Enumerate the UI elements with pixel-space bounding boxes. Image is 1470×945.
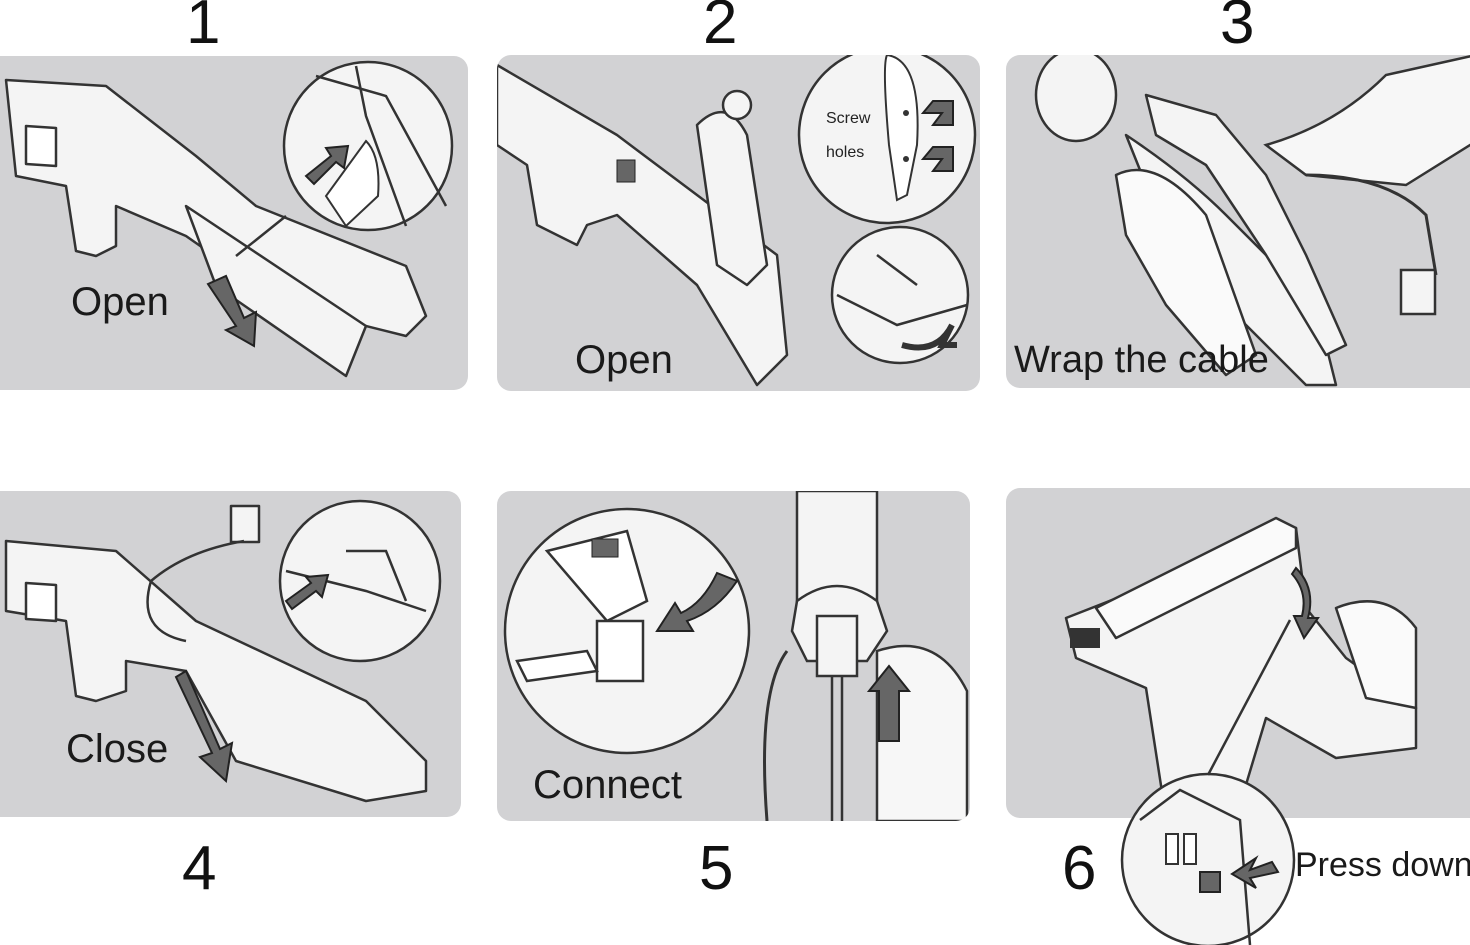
step-number-6: 6: [1062, 834, 1097, 903]
step-number-1: 1: [186, 0, 221, 57]
step-1-panel: Open: [0, 56, 468, 390]
step-6-label: Press down: [1295, 846, 1470, 884]
step-5-label: Connect: [533, 763, 682, 807]
step-number-2: 2: [703, 0, 738, 57]
step-2-label: Open: [575, 338, 673, 382]
step-1-label: Open: [71, 280, 169, 324]
step-1-illustration: [4, 60, 454, 378]
screw-label: Screw: [826, 110, 871, 127]
step-6-illustration: [1064, 516, 1418, 818]
step-4-panel: Close: [0, 491, 461, 817]
step-2-panel: Screw holes Open: [497, 55, 980, 391]
step-3-panel: Wrap the cable: [1006, 55, 1470, 388]
step-6-panel: [1006, 488, 1470, 818]
step-3-illustration: [1034, 55, 1470, 387]
step-number-5: 5: [699, 834, 734, 903]
step-4-label: Close: [66, 727, 169, 771]
step-3-label: Wrap the cable: [1014, 339, 1269, 381]
holes-label: holes: [826, 144, 865, 161]
step-number-3: 3: [1220, 0, 1255, 57]
step-5-panel: Connect: [497, 491, 970, 821]
step-2-illustration: [497, 55, 977, 387]
step-number-4: 4: [182, 834, 217, 903]
step-5-illustration: [503, 491, 969, 821]
arrow-icon: [206, 274, 258, 348]
step-4-illustration: [4, 499, 442, 803]
